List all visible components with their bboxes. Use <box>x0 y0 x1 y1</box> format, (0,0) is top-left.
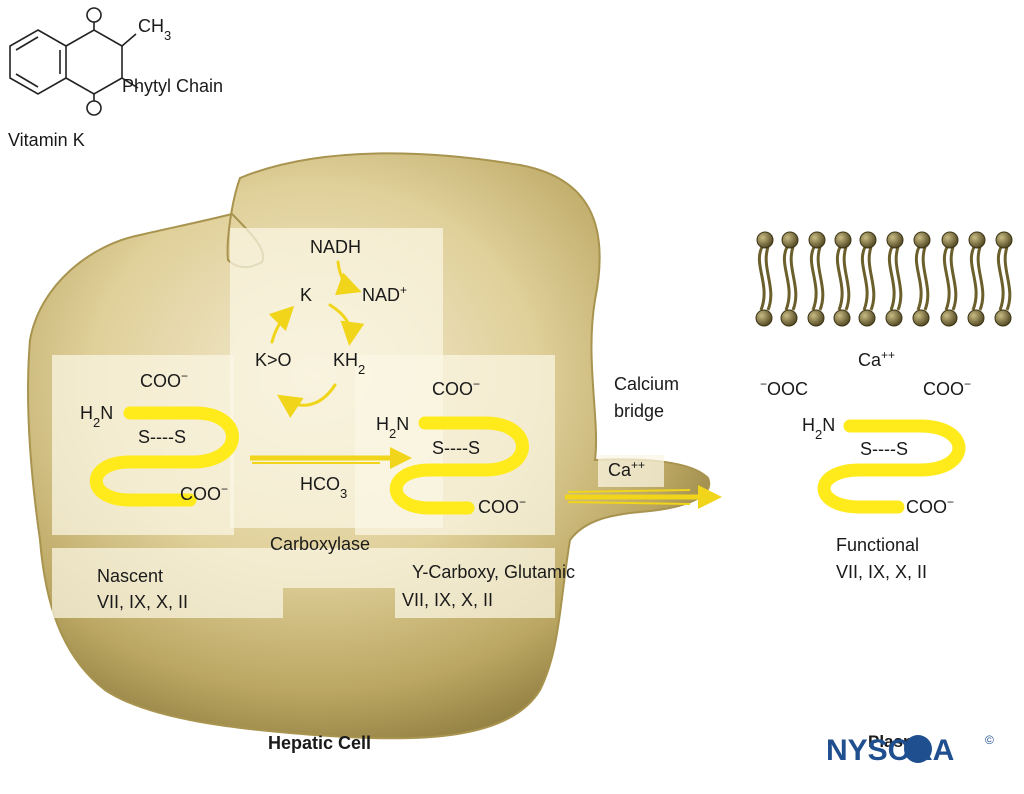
carboxylase-label: Carboxylase <box>270 534 370 554</box>
k-oxide-label: K>O <box>255 350 292 370</box>
phytyl-chain-label: Phytyl Chain <box>122 76 223 96</box>
oxygen-top <box>86 7 102 23</box>
phospholipid <box>967 231 986 327</box>
functional-protein-strand <box>817 419 966 514</box>
bridge-calcium-label: Ca++ <box>608 458 645 480</box>
vitamin-k-structure <box>9 7 139 116</box>
functional-h2n: H2N <box>802 415 835 442</box>
nascent-protein-strand <box>89 406 239 507</box>
nascent-disulfide: S----S <box>138 427 186 447</box>
nascent-label: Nascent <box>97 566 163 586</box>
functional-label: Functional <box>836 535 919 555</box>
phospholipid <box>755 231 774 327</box>
secretion-arrow <box>565 485 722 509</box>
nascent-factors: VII, IX, X, II <box>97 592 188 612</box>
phospholipid <box>807 231 826 327</box>
nadh-label: NADH <box>310 237 361 257</box>
k-label: K <box>300 285 312 305</box>
phospholipid <box>858 231 877 327</box>
phospholipid <box>940 231 959 327</box>
oxygen-bottom <box>86 100 102 116</box>
bicarbonate-label: HCO3 <box>300 474 347 501</box>
functional-factors: VII, IX, X, II <box>836 562 927 582</box>
logo-text: NYSORA <box>826 734 954 767</box>
quinone-ring <box>65 29 123 95</box>
gamma-coo-top: COO− <box>432 377 480 399</box>
carboxylation-arrow <box>250 447 412 469</box>
gamma-carboxy-protein: COO− H2N S----S COO− Y-Carboxy, Glutamic… <box>376 377 575 610</box>
gamma-label: Y-Carboxy, Glutamic <box>412 562 575 582</box>
phospholipid <box>833 231 852 327</box>
functional-coo-top: COO− <box>923 377 971 399</box>
overlay-panels <box>52 228 664 618</box>
calcium-bridge-line2: bridge <box>614 401 664 421</box>
nascent-protein: COO− H2N S----S COO− Nascent VII, IX, X,… <box>80 369 239 612</box>
gamma-coo-bottom: COO− <box>478 495 526 517</box>
benzene-ring <box>9 29 67 95</box>
functional-coo-bottom: COO− <box>906 495 954 517</box>
phospholipid <box>994 231 1013 327</box>
phospholipid <box>912 231 931 327</box>
cycle-arrows <box>268 260 365 418</box>
nascent-h2n: H2N <box>80 403 113 430</box>
logo-circle <box>904 735 932 763</box>
calcium-bridge-line1: Calcium <box>614 374 679 394</box>
gamma-disulfide: S----S <box>432 438 480 458</box>
vitamin-k-label: Vitamin K <box>8 130 85 150</box>
functional-calcium-label: Ca++ <box>858 348 895 370</box>
nascent-coo-top: COO− <box>140 369 188 391</box>
hepatic-cell-label: Hepatic Cell <box>268 733 371 753</box>
gamma-factors: VII, IX, X, II <box>402 590 493 610</box>
phospholipid <box>780 231 799 327</box>
nascent-coo-bottom: COO− <box>180 482 228 504</box>
gamma-protein-strand <box>389 416 529 515</box>
phospholipid <box>885 231 904 327</box>
logo-copyright-mark: © <box>985 733 994 747</box>
gamma-h2n: H2N <box>376 414 409 441</box>
functional-ooc-label: −OOC <box>760 377 808 399</box>
methyl-label: CH3 <box>138 16 171 43</box>
phospholipid-membrane <box>755 231 1013 327</box>
kh2-label: KH2 <box>333 350 365 377</box>
functional-protein: Ca++ −OOC COO− H2N S----S COO− Functiona… <box>760 348 971 582</box>
nysora-logo: NYSORA © <box>826 733 994 767</box>
functional-disulfide: S----S <box>860 439 908 459</box>
nad-label: NAD+ <box>362 283 407 305</box>
